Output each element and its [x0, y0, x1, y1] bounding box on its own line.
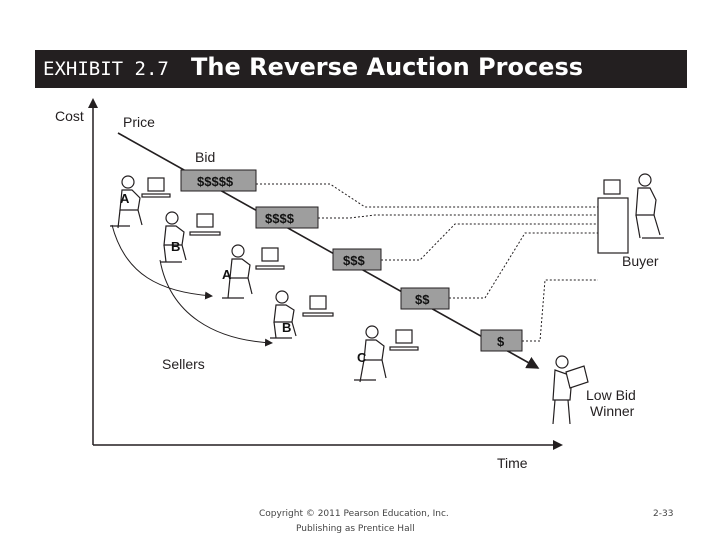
seller-b-return-arrow	[159, 259, 273, 347]
winner-label-line2: Winner	[590, 403, 635, 419]
bid-box-5-label: $	[497, 334, 505, 349]
exhibit-number: EXHIBIT 2.7	[43, 58, 169, 80]
winner-label-line1: Low Bid	[586, 387, 636, 403]
price-decline-line	[117, 132, 540, 369]
seller-a-return-arrow	[111, 224, 213, 300]
bid-connector-3	[381, 223, 598, 261]
price-label: Price	[123, 114, 155, 130]
seller-b1-icon	[160, 211, 221, 263]
exhibit-title: The Reverse Auction Process	[191, 53, 584, 81]
seller-c-icon	[354, 325, 419, 383]
buyer-icon	[597, 173, 664, 254]
seller-b2-icon	[270, 290, 334, 339]
bid-box-5: $	[480, 329, 523, 352]
seller-letter-c: C	[357, 350, 367, 365]
winner-icon	[552, 355, 589, 425]
copyright-line1: Copyright © 2011 Pearson Education, Inc.	[259, 509, 449, 519]
bid-connectors	[256, 183, 598, 342]
seller-a1-icon	[110, 175, 171, 229]
bid-box-1-label: $$$$$	[197, 174, 234, 189]
bid-connector-2	[318, 214, 598, 219]
sellers-label: Sellers	[162, 356, 205, 372]
bid-box-4-label: $$	[415, 292, 430, 307]
seller-a2-icon	[222, 244, 285, 299]
y-axis-label: Cost	[55, 108, 84, 124]
seller-letter-a2: A	[222, 267, 232, 282]
seller-letter-a1: A	[120, 191, 130, 206]
copyright-line2: Publishing as Prentice Hall	[296, 524, 415, 534]
bid-box-2-label: $$$$	[265, 211, 295, 226]
x-axis-arrow-icon	[553, 440, 563, 450]
bid-box-3: $$$	[332, 248, 382, 271]
bid-connector-5	[522, 279, 598, 342]
bid-connector-4	[449, 232, 598, 299]
bid-connector-1	[256, 183, 598, 208]
y-axis-arrow-icon	[88, 98, 98, 108]
seller-letter-b2: B	[282, 320, 291, 335]
bid-box-3-label: $$$	[343, 253, 365, 268]
bid-box-4: $$	[400, 287, 450, 310]
bid-box-1: $$$$$	[180, 169, 257, 192]
bid-box-2: $$$$	[255, 206, 319, 229]
x-axis-label: Time	[497, 455, 528, 471]
buyer-label: Buyer	[622, 253, 659, 269]
seller-letter-b1: B	[171, 239, 180, 254]
exhibit-header: EXHIBIT 2.7 The Reverse Auction Process	[35, 50, 687, 88]
page-number: 2-33	[653, 509, 674, 519]
bid-label: Bid	[195, 149, 215, 165]
